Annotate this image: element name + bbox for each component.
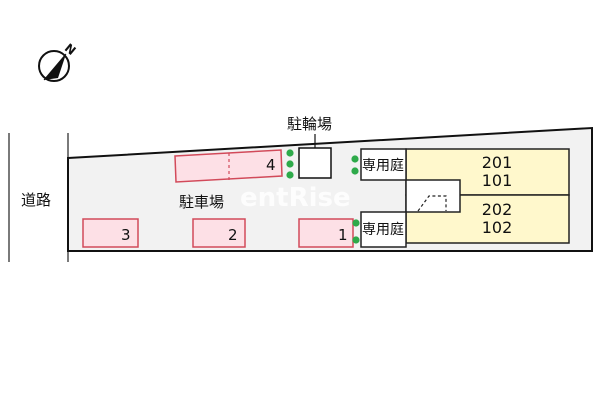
watermark: entRise — [240, 183, 351, 213]
bicycle-parking-label: 駐輪場 — [287, 115, 332, 133]
parking-space-number: 2 — [228, 226, 238, 244]
parking-space-4: 4 — [174, 149, 283, 183]
parking-space-2: 2 — [192, 218, 246, 248]
unit-block-202-102 — [405, 194, 570, 244]
unit-number-102: 102 — [482, 218, 513, 237]
car-parking-label: 駐車場 — [179, 193, 224, 211]
private-garden-upper: 専用庭 — [360, 148, 407, 181]
private-garden-label: 専用庭 — [362, 221, 404, 238]
private-garden-label: 専用庭 — [362, 157, 404, 174]
parking-space-1: 1 — [298, 218, 354, 248]
unit-number-201: 201 — [482, 153, 513, 172]
unit-number-101: 101 — [482, 171, 513, 190]
parking-space-number: 4 — [266, 156, 276, 174]
parking-space-number: 1 — [338, 226, 348, 244]
north-compass-icon: N — [38, 41, 78, 82]
parking-space-3: 3 — [82, 218, 139, 248]
unit-number-202: 202 — [482, 200, 513, 219]
private-garden-lower: 専用庭 — [360, 211, 407, 248]
hedge-dots — [286, 149, 360, 244]
road-label: 道路 — [21, 191, 51, 209]
entrance-area — [405, 179, 461, 213]
parking-space-number: 3 — [121, 226, 131, 244]
bicycle-parking-area — [298, 147, 332, 179]
